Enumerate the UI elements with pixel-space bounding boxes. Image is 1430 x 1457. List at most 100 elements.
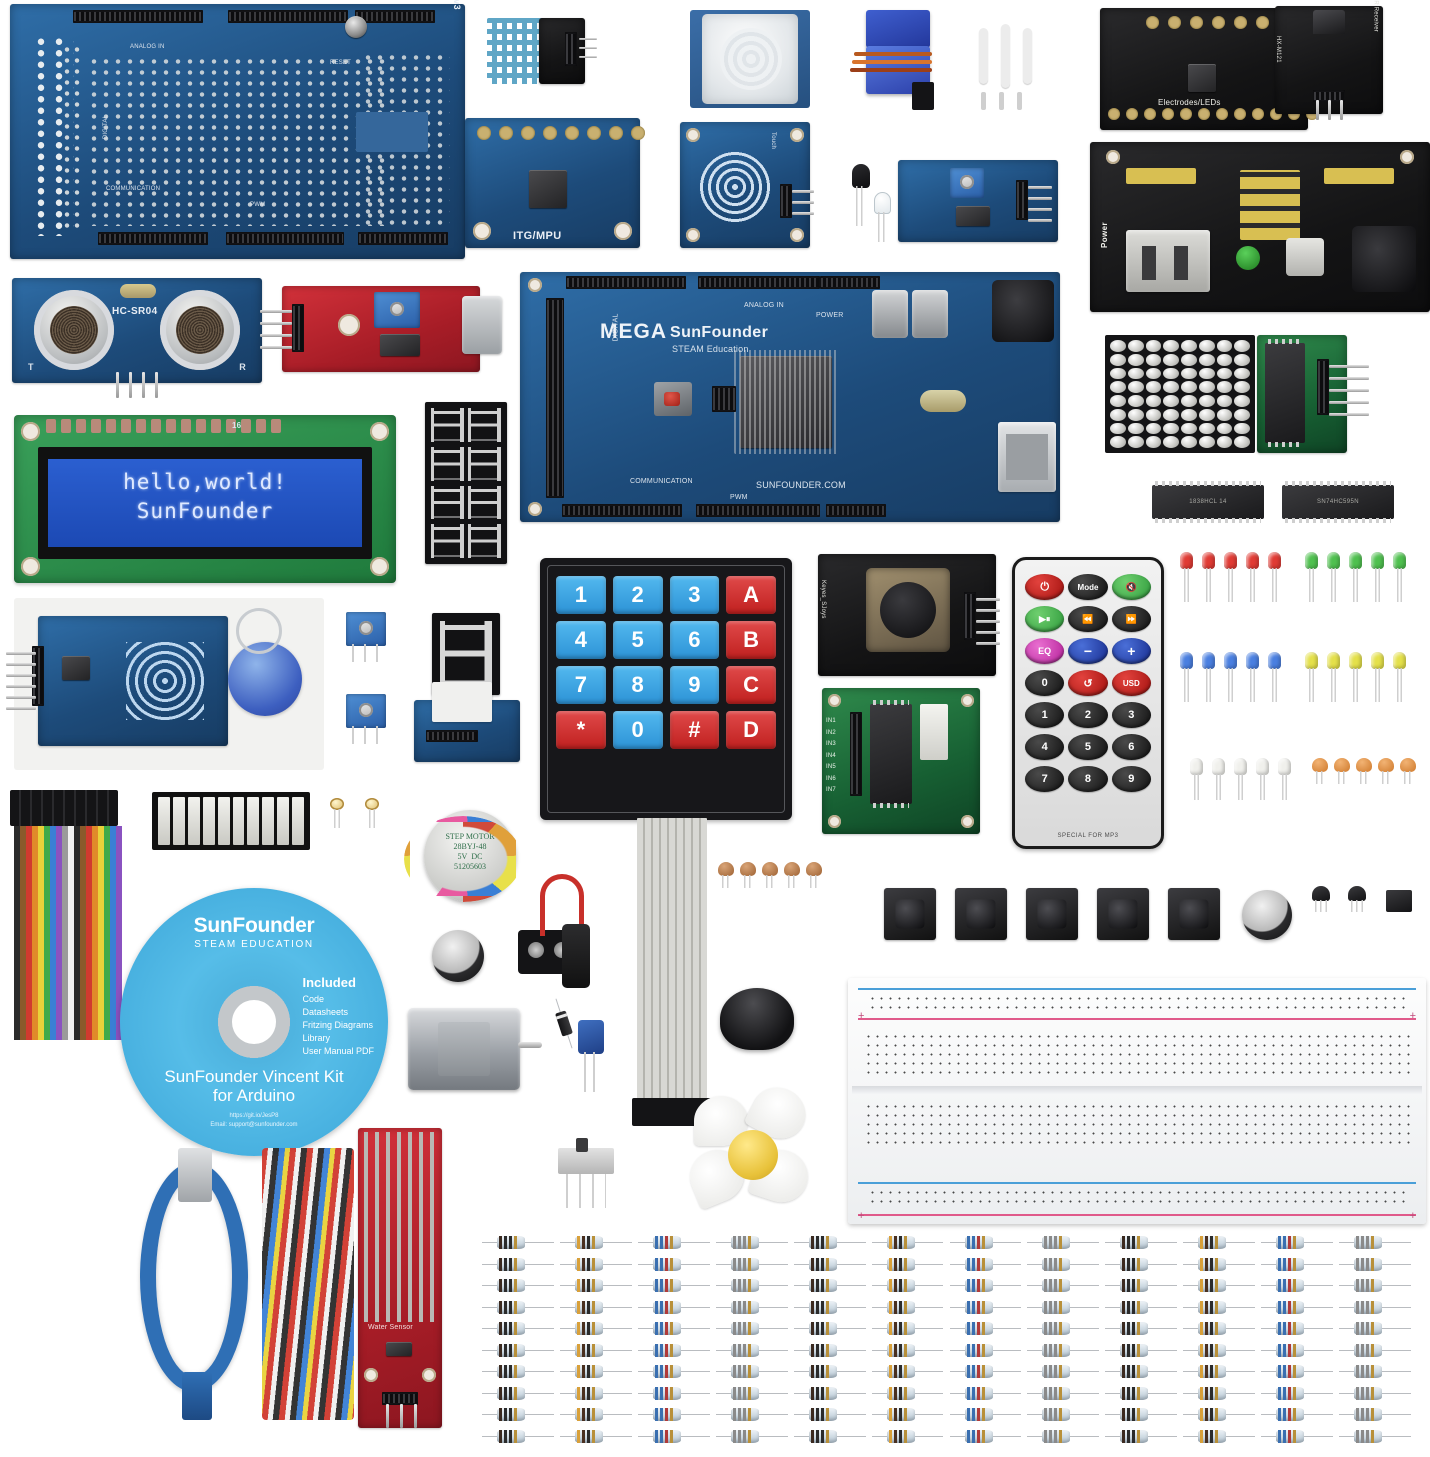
remote-repeat-button[interactable]: ↺ — [1068, 670, 1108, 696]
keypad-key[interactable]: D — [726, 711, 776, 749]
cd-email-text: Email: support@sunfounder.com — [210, 1122, 298, 1128]
resistor — [1261, 1257, 1334, 1271]
keypad-key[interactable]: 3 — [669, 576, 720, 614]
remote-digit-button[interactable]: 2 — [1068, 702, 1108, 728]
tactile-button[interactable] — [955, 888, 1007, 940]
keypad-key[interactable]: * — [556, 711, 606, 749]
remote-next-button[interactable]: ⏩ — [1111, 606, 1151, 632]
potentiometer-2 — [346, 694, 386, 728]
keypad-key[interactable]: A — [726, 576, 776, 614]
battery-clip-wire — [540, 874, 584, 936]
dc-motor — [408, 1008, 542, 1090]
keypad-key[interactable]: B — [726, 621, 776, 659]
remote-digit-button[interactable]: 4 — [1025, 734, 1065, 760]
keypad-key[interactable]: C — [726, 666, 776, 704]
remote-power-button[interactable]: ⏻ — [1025, 574, 1065, 600]
remote-usd-button[interactable]: USD — [1111, 670, 1151, 696]
seven-segment-1digit — [432, 613, 500, 695]
tactile-button[interactable] — [1026, 888, 1078, 940]
power-module-silk: Power — [1100, 221, 1109, 248]
remote-mode-button[interactable]: Mode — [1068, 574, 1108, 600]
resistor — [793, 1386, 866, 1400]
cd-included-item: Library — [302, 1032, 330, 1043]
remote-plus-button[interactable]: + — [1111, 638, 1151, 664]
capacitor-blue — [578, 1020, 604, 1054]
resistor — [1027, 1386, 1100, 1400]
flame-obstacle-sensor — [898, 160, 1058, 242]
cd-title-line-1: SunFounder Vincent Kit — [164, 1066, 344, 1086]
lcd-line-2: SunFounder — [136, 499, 274, 523]
tactile-button[interactable] — [1168, 888, 1220, 940]
resistor — [1183, 1236, 1256, 1249]
mega-logo: MEGA — [600, 320, 667, 343]
remote-digit-button[interactable]: 0 — [1025, 670, 1065, 696]
photoresistor — [330, 798, 344, 828]
remote-digit-button[interactable]: 6 — [1111, 734, 1151, 760]
remote-minus-button[interactable]: − — [1068, 638, 1108, 664]
remote-digit-button[interactable]: 7 — [1025, 766, 1065, 792]
resistor — [1027, 1300, 1100, 1314]
resistor — [637, 1408, 710, 1421]
keypad-key[interactable]: 2 — [612, 576, 663, 614]
resistor — [1339, 1429, 1411, 1443]
remote-digit-button[interactable]: 9 — [1111, 766, 1151, 792]
remote-mute-button[interactable]: 🔇 — [1111, 574, 1151, 600]
keypad-key[interactable]: 0 — [612, 711, 663, 749]
potentiometer-1 — [346, 612, 386, 646]
fan-blade — [682, 1078, 820, 1212]
keypad-key[interactable]: 6 — [669, 621, 720, 659]
resistor — [482, 1236, 554, 1249]
resistor — [1105, 1365, 1178, 1378]
tactile-button[interactable] — [884, 888, 936, 940]
keypad-key[interactable]: 4 — [556, 621, 606, 659]
cd-included-item: Fritzing Diagrams — [302, 1019, 373, 1030]
resistor — [871, 1300, 944, 1314]
tactile-button[interactable] — [1097, 888, 1149, 940]
led-matrix-module — [1105, 335, 1425, 460]
remote-digit-button[interactable]: 8 — [1068, 766, 1108, 792]
resistor — [715, 1408, 788, 1421]
remote-digit-button[interactable]: 5 — [1068, 734, 1108, 760]
keypad-key[interactable]: # — [669, 711, 720, 749]
servo-horns — [975, 18, 1055, 118]
resistor — [715, 1386, 788, 1400]
resistor — [793, 1257, 866, 1271]
remote-eq-button[interactable]: EQ — [1025, 638, 1065, 664]
remote-digit-button[interactable]: 1 — [1025, 702, 1065, 728]
hcsr04-silk: HC-SR04 — [112, 306, 158, 317]
remote-digit-button[interactable]: 3 — [1111, 702, 1151, 728]
keypad-key[interactable]: 9 — [669, 666, 720, 704]
ir-receiver-label: IR Receiver — [1373, 0, 1379, 32]
breadboard-jumper-wire-bundle — [262, 1148, 354, 1420]
resistor — [559, 1257, 632, 1271]
resistor — [949, 1257, 1022, 1271]
resistor — [949, 1343, 1022, 1357]
touch-silk: Touch — [770, 132, 776, 150]
cd-included-item: Datasheets — [302, 1006, 348, 1017]
resistor — [1261, 1322, 1334, 1335]
transistor — [1312, 886, 1330, 912]
remote-play-pause-button[interactable]: ▶⏸ — [1025, 606, 1065, 632]
lcd-line-1: hello,world! — [123, 470, 287, 494]
resistor — [482, 1257, 554, 1271]
keypad-key[interactable]: 1 — [556, 576, 606, 614]
cd-brand-subtitle: STEAM EDUCATION — [194, 939, 314, 950]
resistor — [559, 1429, 632, 1443]
remote-prev-button[interactable]: ⏪ — [1068, 606, 1108, 632]
led-bar-graph — [152, 792, 310, 850]
passive-buzzer — [1242, 890, 1292, 940]
keypad-key[interactable]: 8 — [612, 666, 663, 704]
resistor — [559, 1386, 632, 1400]
rfid-rc522-module — [6, 598, 324, 770]
slide-switch[interactable] — [558, 1138, 614, 1174]
proto-shield-title: Arduino MEGA Prototype Shield v3 — [452, 0, 462, 10]
dc-barrel-plug — [562, 924, 590, 988]
potentiometer-1-legs — [352, 644, 380, 662]
keypad-key[interactable]: 5 — [612, 621, 663, 659]
resistor — [637, 1236, 710, 1249]
ic-sn74hc595n: SN74HC595N — [1282, 481, 1394, 523]
resistor — [715, 1279, 788, 1292]
keypad-key[interactable]: 7 — [556, 666, 606, 704]
remote-footer-text: SPECIAL FOR MP3 — [1057, 833, 1119, 839]
